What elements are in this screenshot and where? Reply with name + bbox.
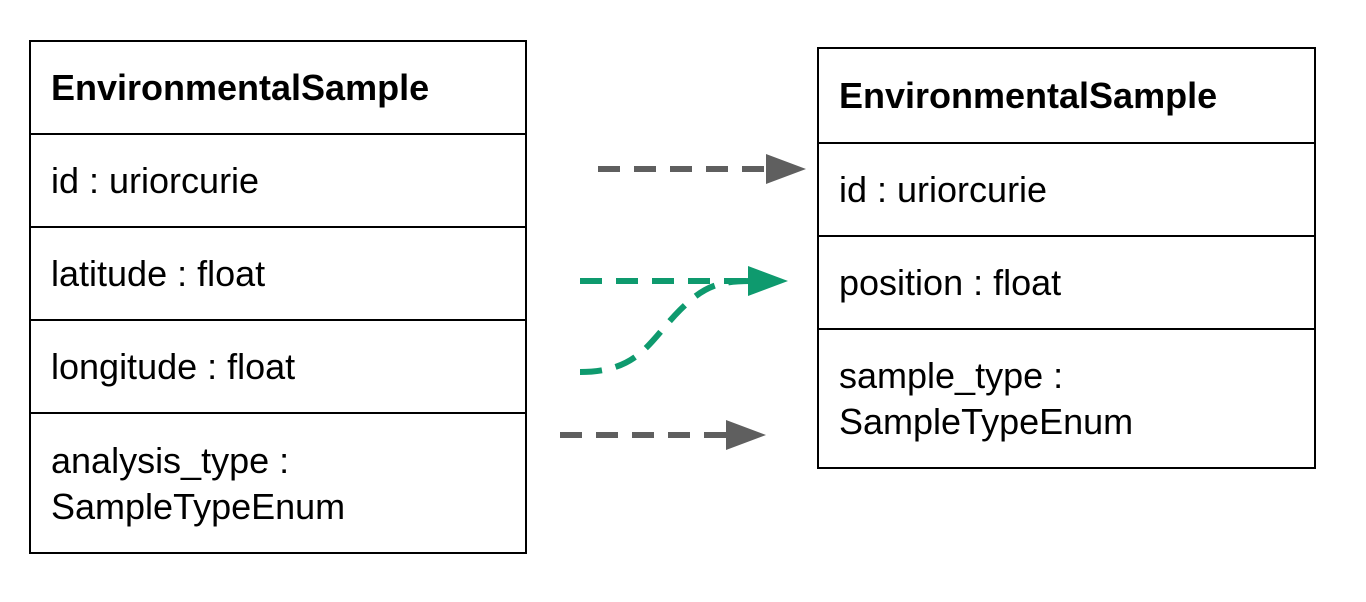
arrow-latitude-mapping [580,266,788,296]
arrowhead-icon [748,266,788,296]
source-class-title: EnvironmentalSample [51,66,430,108]
source-slot-analysis-type: analysis_type : SampleTypeEnum [31,412,525,553]
target-class-box: EnvironmentalSample id : uriorcurie posi… [817,47,1316,469]
target-slot-id: id : uriorcurie [819,142,1314,235]
source-slot-longitude: longitude : float [31,319,525,412]
arrowhead-icon [726,420,766,450]
arrow-analysis-type-mapping [560,420,766,450]
target-class-title: EnvironmentalSample [839,74,1218,116]
target-slot-sample-type: sample_type : SampleTypeEnum [819,328,1314,467]
source-slot-id: id : uriorcurie [31,133,525,226]
source-class-box: EnvironmentalSample id : uriorcurie lati… [29,40,527,554]
arrowhead-icon [766,154,806,184]
target-slot-position: position : float [819,235,1314,328]
source-slot-latitude: latitude : float [31,226,525,319]
arrow-id-mapping [598,154,806,184]
arrow-longitude-mapping [579,278,753,375]
